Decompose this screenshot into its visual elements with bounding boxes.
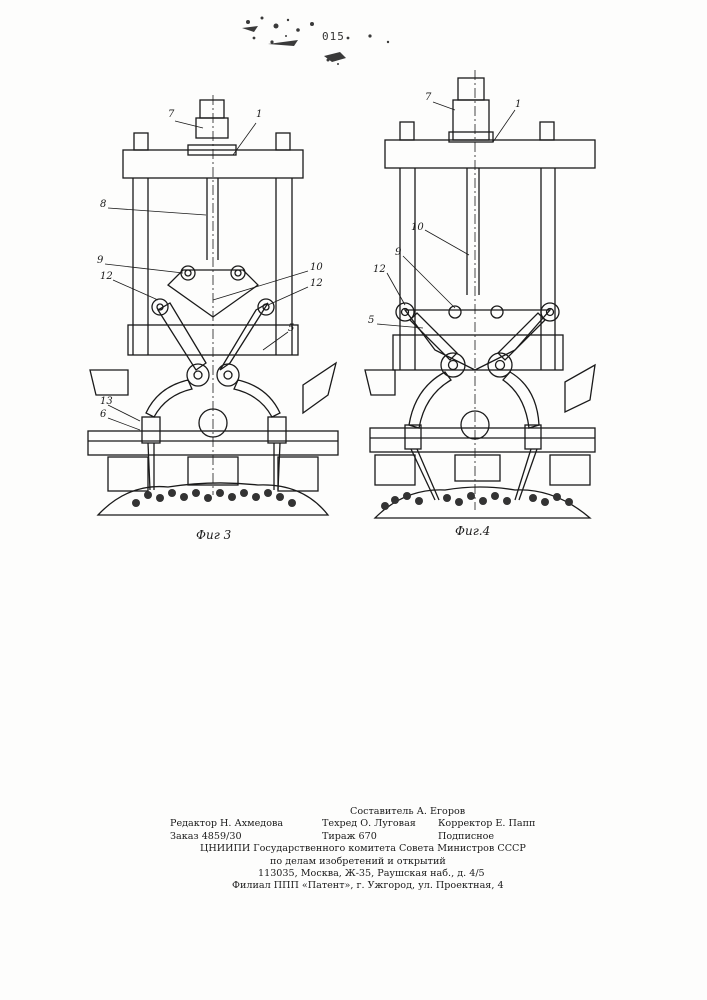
fig4-callout-9: 9	[395, 247, 402, 258]
circulation-line: Тираж 670	[322, 831, 377, 843]
fig4-callout-7: 7	[425, 92, 432, 103]
fig3-callout-1: 1	[256, 109, 262, 120]
fig3-callout-12b: 12	[310, 278, 323, 289]
fig3-callout-13: 13	[100, 396, 113, 407]
fig4-callout-5: 5	[368, 315, 374, 326]
fig3-callout-9: 9	[97, 255, 104, 266]
fig3-callout-8: 8	[100, 199, 106, 210]
patent-number: 015	[322, 30, 345, 43]
fig3-callout-5: 5	[288, 323, 294, 334]
rod-top	[458, 78, 484, 100]
fig4-callout-1: 1	[515, 99, 521, 110]
org-line-1: ЦНИИПИ Государственного комитета Совета …	[200, 843, 526, 855]
address-line: 113035, Москва, Ж-35, Раушская наб., д. …	[258, 868, 485, 880]
branch-line: Филиал ППП «Патент», г. Ужгород, ул. Про…	[232, 880, 504, 892]
fig4-svg: 7 1 10 9 12 5	[365, 70, 595, 540]
top-crossbeam	[385, 140, 595, 168]
fig3-callout-6: 6	[100, 409, 107, 420]
techred-line: Техред О. Луговая	[322, 818, 416, 830]
editor-line: Редактор Н. Ахмедова	[170, 818, 283, 830]
fig4-callout-10: 10	[411, 222, 424, 233]
subscription-line: Подписное	[438, 831, 494, 843]
fig3-callout-10: 10	[310, 262, 323, 273]
figure-3-caption: Фиг 3	[196, 528, 231, 542]
compiler-line: Составитель А. Егоров	[350, 806, 465, 818]
figure-3-drawing: 7 1 8 9 12 10 12 5 13 6	[88, 95, 338, 535]
org-line-2: по делам изобретений и открытий	[270, 856, 446, 868]
order-line: Заказ 4859/30	[170, 831, 242, 843]
fig3-callout-7: 7	[168, 109, 175, 120]
figure-4-drawing: 7 1 10 9 12 5	[365, 70, 595, 540]
corrector-line: Корректор Е. Папп	[438, 818, 535, 830]
figure-4-caption: Фиг.4	[455, 524, 490, 538]
fig3-svg: 7 1 8 9 12 10 12 5 13 6	[88, 95, 338, 535]
fig3-callout-12a: 12	[100, 271, 113, 282]
fig4-callout-12: 12	[373, 264, 386, 275]
imprint-block: Составитель А. Егоров Редактор Н. Ахмедо…	[170, 806, 550, 893]
rod-top	[200, 100, 224, 118]
